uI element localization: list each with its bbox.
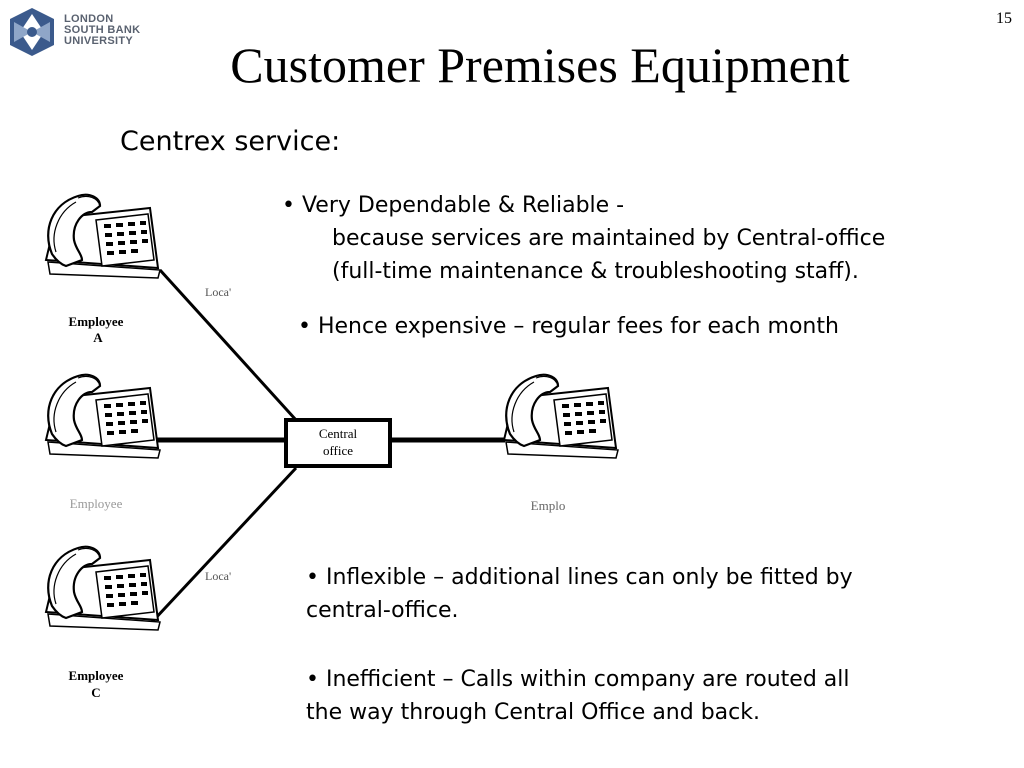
central-office-box bbox=[284, 418, 392, 468]
employee-right-label: Emplo bbox=[531, 498, 566, 513]
central-office-label-1: Central bbox=[319, 426, 358, 441]
logo-line-3: UNIVERSITY bbox=[64, 35, 134, 47]
logo-line-1: LONDON bbox=[64, 13, 114, 25]
employee-c-label: Employee bbox=[69, 668, 124, 683]
bullet-reliable-line-2: because services are maintained by Centr… bbox=[332, 226, 886, 251]
logo-wordmark: LONDON SOUTH BANK UNIVERSITY bbox=[64, 14, 140, 47]
telephone-right-icon bbox=[502, 373, 620, 460]
slide-subtitle: Centrex service: bbox=[120, 126, 341, 157]
employee-c-letter: C bbox=[91, 685, 100, 700]
bullet-inefficient-line-1: • Inefficient – Calls within company are… bbox=[306, 667, 850, 692]
bullet-inefficient: • Inefficient – Calls within company are… bbox=[306, 663, 850, 729]
local-loop-c-label: Loca' bbox=[205, 569, 231, 583]
employee-a-letter: A bbox=[93, 330, 103, 345]
bullet-expensive: • Hence expensive – regular fees for eac… bbox=[298, 314, 839, 339]
bullet-reliable: • Very Dependable & Reliable - because s… bbox=[282, 189, 885, 288]
centrex-diagram: Central office Employee A Employee Emplo… bbox=[44, 193, 620, 700]
employee-b-label: Employee bbox=[70, 496, 123, 511]
bullet-inflexible-line-1: • Inflexible – additional lines can only… bbox=[306, 565, 853, 590]
central-office-label-2: office bbox=[323, 443, 353, 458]
page-number: 15 bbox=[996, 10, 1012, 27]
telephone-a-icon bbox=[44, 193, 162, 280]
local-loop-a-label: Loca' bbox=[205, 285, 231, 299]
telephone-b-icon bbox=[44, 373, 162, 460]
bullet-inflexible: • Inflexible – additional lines can only… bbox=[306, 561, 853, 627]
bullet-reliable-line-1: • Very Dependable & Reliable - bbox=[282, 193, 625, 218]
slide-title: Customer Premises Equipment bbox=[230, 37, 850, 93]
logo-emblem-icon bbox=[10, 8, 54, 56]
line-employee-c bbox=[150, 466, 298, 624]
logo-line-2: SOUTH BANK bbox=[64, 24, 141, 36]
bullet-reliable-line-3: (full-time maintenance & troubleshooting… bbox=[332, 259, 859, 284]
bullet-inefficient-line-2: the way through Central Office and back. bbox=[306, 700, 760, 725]
bullet-inflexible-line-2: central-office. bbox=[306, 598, 459, 623]
employee-a-label: Employee bbox=[69, 314, 124, 329]
telephone-c-icon bbox=[44, 545, 162, 632]
university-logo: LONDON SOUTH BANK UNIVERSITY bbox=[6, 6, 156, 60]
line-employee-a bbox=[158, 268, 298, 422]
